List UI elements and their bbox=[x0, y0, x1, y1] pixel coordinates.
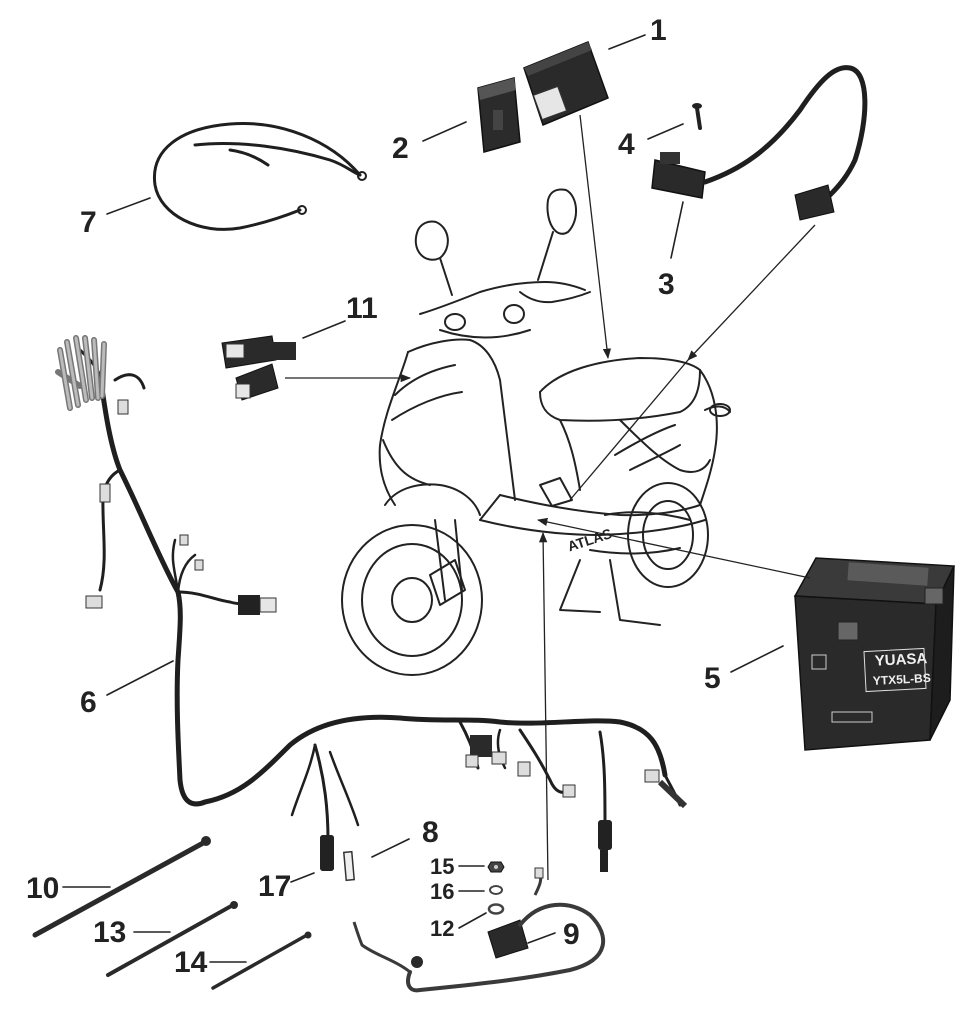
harness-connector-bundle bbox=[55, 335, 107, 411]
callout-16: 16 bbox=[430, 879, 455, 904]
cdi-unit bbox=[523, 41, 609, 127]
leader-lines bbox=[62, 34, 784, 963]
washer-flat bbox=[487, 903, 505, 915]
callout-7: 7 bbox=[80, 206, 97, 239]
fuse-holder bbox=[320, 835, 334, 871]
cable-tie-long bbox=[32, 836, 211, 938]
flasher-relay bbox=[221, 335, 296, 401]
main-wiring-harness bbox=[78, 348, 682, 842]
callout-2: 2 bbox=[392, 132, 409, 165]
callout-9: 9 bbox=[563, 918, 580, 951]
callout-12: 12 bbox=[430, 916, 455, 941]
starter-relay bbox=[352, 867, 606, 993]
callout-13: 13 bbox=[93, 916, 127, 949]
callout-4: 4 bbox=[618, 128, 635, 161]
voltage-regulator bbox=[477, 77, 521, 153]
callout-11: 11 bbox=[346, 292, 378, 325]
callout-8: 8 bbox=[422, 816, 439, 849]
battery: YUASA YTX5L-BS bbox=[793, 557, 956, 751]
battery-brand: YUASA bbox=[874, 650, 927, 670]
nut bbox=[487, 861, 505, 873]
battery-cable bbox=[152, 121, 367, 231]
callout-6: 6 bbox=[80, 686, 97, 719]
callout-3: 3 bbox=[658, 268, 675, 301]
location-arrows bbox=[285, 114, 816, 881]
callout-1: 1 bbox=[650, 14, 667, 47]
callout-5: 5 bbox=[704, 662, 721, 695]
callout-15: 15 bbox=[430, 854, 455, 879]
battery-model: YTX5L-BS bbox=[872, 671, 931, 688]
screw bbox=[692, 103, 702, 130]
fuse bbox=[342, 850, 356, 882]
cable-tie-short bbox=[211, 931, 312, 990]
callout-14: 14 bbox=[174, 946, 208, 979]
ignition-coil bbox=[651, 65, 868, 221]
scooter-outline bbox=[341, 188, 731, 676]
callout-10: 10 bbox=[26, 872, 60, 905]
callout-17: 17 bbox=[258, 870, 292, 903]
washer-spring bbox=[489, 885, 503, 895]
cable-tie-medium bbox=[106, 901, 238, 977]
